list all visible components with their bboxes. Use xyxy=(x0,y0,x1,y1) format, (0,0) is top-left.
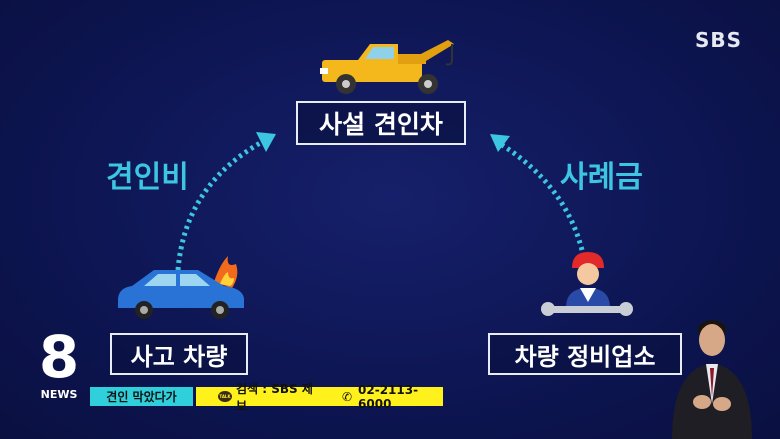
ticker-headline: 견인 막았다가 xyxy=(90,387,193,406)
news-logo-text: NEWS xyxy=(40,388,78,401)
sign-language-interpreter xyxy=(672,320,752,439)
arrow-left-head xyxy=(256,132,276,152)
mechanic-icon xyxy=(541,252,633,316)
node-accident-vehicle: 사고 차량 xyxy=(110,333,248,375)
ticker-phone: 02-2113-6000 xyxy=(358,382,419,411)
edge-label-reward: 사례금 xyxy=(560,160,643,195)
kakao-talk-icon: TALK xyxy=(218,391,232,402)
arrow-left xyxy=(175,139,264,271)
node-repair-shop: 차량 정비업소 xyxy=(488,333,682,375)
arrow-right-head xyxy=(490,134,510,152)
crashed-car-icon xyxy=(118,256,244,319)
edge-label-towing-fee: 견인비 xyxy=(106,160,189,195)
ticker-contact: TALK 검색 : SBS 제보 ✆ 02-2113-6000 xyxy=(196,382,443,413)
phone-icon: ✆ xyxy=(341,389,353,404)
sbs-logo: SBS xyxy=(694,28,742,52)
news-8-logo: 8 NEWS xyxy=(36,326,82,401)
node-private-tow-truck: 사설 견인차 xyxy=(296,101,466,145)
tow-truck-icon xyxy=(320,40,454,94)
news-logo-number: 8 xyxy=(38,323,80,391)
ticker-search: 검색 : SBS 제보 xyxy=(236,381,313,413)
arrow-right xyxy=(500,142,585,251)
